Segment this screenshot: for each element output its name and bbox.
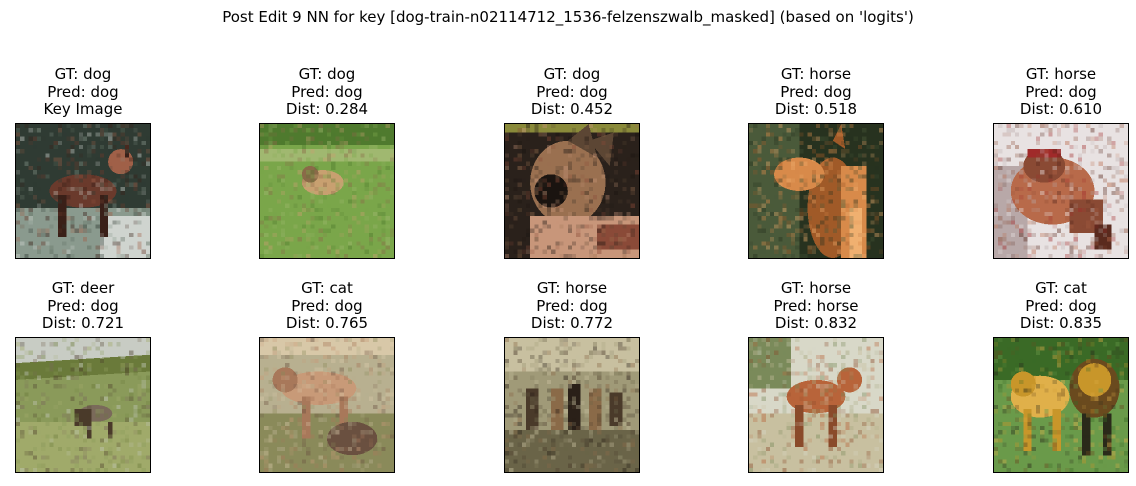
prediction-label: Pred: dog [47, 82, 119, 101]
thumbnail-picture [260, 338, 394, 472]
prediction-label: Pred: dog [780, 82, 852, 101]
thumbnail-picture [505, 124, 639, 258]
prediction-label: Pred: dog [291, 296, 363, 315]
prediction-label: Pred: dog [536, 296, 608, 315]
ground-truth-label: GT: deer [51, 279, 115, 297]
ground-truth-label: GT: horse [536, 279, 608, 297]
thumbnail-picture [16, 124, 150, 258]
distance-label: Dist: 0.452 [530, 100, 614, 118]
figure-title: Post Edit 9 NN for key [dog-train-n02114… [222, 8, 914, 26]
thumbnail-picture [994, 124, 1128, 258]
prediction-label: Pred: dog [47, 296, 119, 315]
neighbor-image [993, 123, 1129, 259]
ground-truth-label: GT: cat [301, 279, 353, 297]
distance-label: Dist: 0.835 [1019, 314, 1103, 332]
distance-label: Dist: 0.765 [285, 314, 369, 332]
neighbor-image [504, 123, 640, 259]
ground-truth-label: GT: horse [1025, 65, 1097, 83]
prediction-label: Pred: dog [1025, 82, 1097, 101]
thumbnail-picture [749, 124, 883, 258]
distance-label: Dist: 0.772 [530, 314, 614, 332]
neighbor-image [504, 337, 640, 473]
thumbnail-picture [16, 338, 150, 472]
distance-label: Dist: 0.284 [285, 100, 369, 118]
thumbnail-picture [749, 338, 883, 472]
neighbor-image [15, 337, 151, 473]
distance-label: Dist: 0.721 [41, 314, 125, 332]
ground-truth-label: GT: horse [780, 279, 852, 297]
distance-label: Dist: 0.832 [774, 314, 858, 332]
neighbor-image [259, 123, 395, 259]
thumbnail-picture [994, 338, 1128, 472]
distance-label: Dist: 0.518 [774, 100, 858, 118]
ground-truth-label: GT: dog [543, 65, 601, 83]
thumbnail-picture [505, 338, 639, 472]
key-image-label: Key Image [43, 100, 123, 118]
thumbnail-picture [260, 124, 394, 258]
prediction-label: Pred: dog [536, 82, 608, 101]
prediction-label: Pred: dog [1025, 296, 1097, 315]
ground-truth-label: GT: dog [54, 65, 112, 83]
prediction-label: Pred: horse [773, 296, 859, 315]
neighbor-image [993, 337, 1129, 473]
neighbor-image [748, 123, 884, 259]
distance-label: Dist: 0.610 [1019, 100, 1103, 118]
ground-truth-label: GT: cat [1035, 279, 1087, 297]
neighbor-image [259, 337, 395, 473]
ground-truth-label: GT: horse [780, 65, 852, 83]
key-image [15, 123, 151, 259]
prediction-label: Pred: dog [291, 82, 363, 101]
neighbor-image [748, 337, 884, 473]
ground-truth-label: GT: dog [298, 65, 356, 83]
